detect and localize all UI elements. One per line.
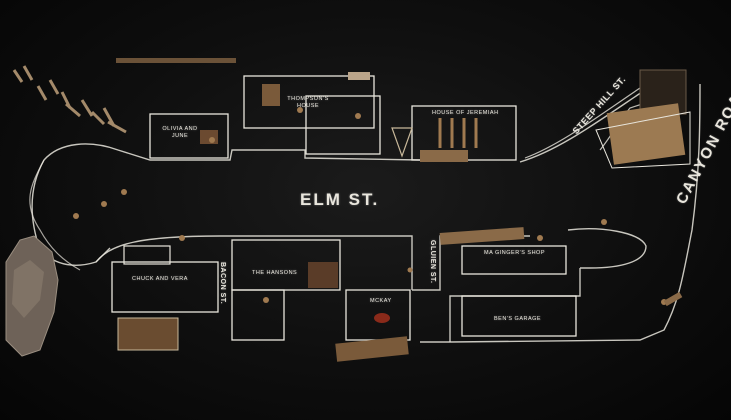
gluien-street-label: GLUIEN ST. xyxy=(429,240,436,284)
ma-gingers-shop-label: MA GINGER'S SHOP xyxy=(484,250,546,256)
thompsons-house-wing xyxy=(305,95,381,155)
hansons-house-lower xyxy=(231,289,285,341)
chuck-vera-room xyxy=(123,245,171,265)
chuck-vera-house-outline xyxy=(111,261,219,313)
house-of-jeremiah-posts xyxy=(438,118,478,148)
jeremiah-stand xyxy=(391,127,413,158)
ma-gingers-sign xyxy=(439,227,525,245)
hansons-label: THE HANSONS xyxy=(252,270,298,276)
steep-hill-outline xyxy=(595,111,691,169)
left-edge-line xyxy=(29,159,81,271)
thompsons-house-furniture-2 xyxy=(348,72,370,80)
ma-gingers-shop-outline xyxy=(461,245,567,275)
house-of-jeremiah-label: HOUSE OF JEREMIAH xyxy=(432,110,499,116)
olivia-june-house-outline xyxy=(149,113,229,159)
olivia-june-label: OLIVIA AND JUNE xyxy=(162,126,198,139)
road-inner-line xyxy=(95,228,647,342)
hansons-bed xyxy=(308,262,338,288)
jeremiah-platform xyxy=(420,150,468,162)
chuck-vera-label: CHUCK AND VERA xyxy=(132,276,188,282)
tally-marks xyxy=(12,65,127,134)
chuck-vera-table xyxy=(117,317,179,351)
thompsons-house-furniture xyxy=(262,84,280,106)
elm-street-label: ELM ST. xyxy=(300,190,380,209)
bens-garage-label: BEN'S GARAGE xyxy=(494,316,542,322)
thompsons-house-outline xyxy=(243,75,375,129)
steep-hill-platform xyxy=(606,103,686,165)
props xyxy=(73,107,667,305)
right-small-post xyxy=(663,291,683,307)
thompsons-house-label: THOMPSON'S HOUSE xyxy=(287,96,329,109)
bens-garage-outline xyxy=(461,295,577,337)
mckay-porch xyxy=(335,336,409,362)
olivia-june-furniture xyxy=(200,130,218,144)
mckay-label: MCKAY xyxy=(370,298,392,304)
mckay-table xyxy=(374,313,390,323)
bacon-street-label: BACON ST. xyxy=(219,262,226,305)
hansons-house-outline xyxy=(231,239,341,291)
top-plank xyxy=(116,58,236,63)
